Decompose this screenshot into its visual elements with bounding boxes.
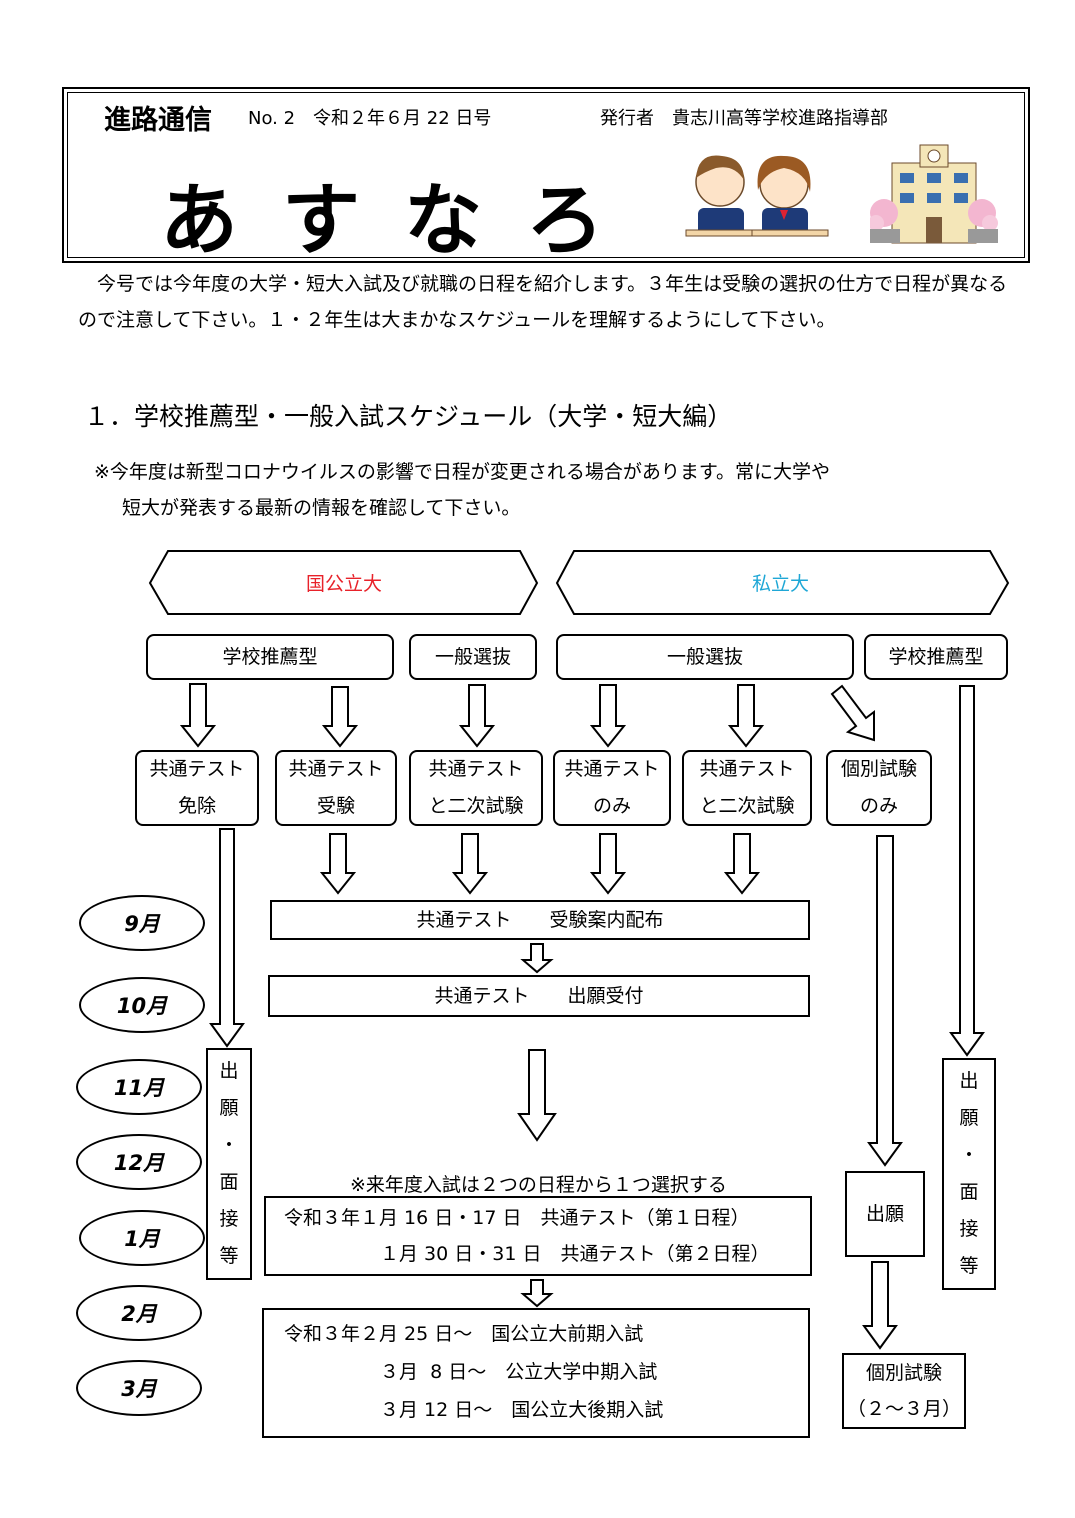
guide-distribution-box: 共通テスト 受験案内配布 bbox=[270, 900, 810, 940]
test-exempt-box: 共通テスト免除 bbox=[135, 750, 259, 826]
header-frame bbox=[62, 87, 1030, 263]
individual-exam-box: 個別試験（２～３月） bbox=[842, 1353, 966, 1429]
down-arrow bbox=[319, 833, 357, 895]
month-sep: 9月 bbox=[79, 895, 205, 951]
students-illustration bbox=[685, 155, 829, 237]
test-only-box: 共通テストのみ bbox=[553, 750, 671, 826]
down-arrow bbox=[949, 685, 985, 1057]
down-arrow bbox=[862, 1261, 898, 1350]
private-application-box: 出願 bbox=[845, 1171, 925, 1257]
down-arrow bbox=[451, 833, 489, 895]
private-label: 私立大 bbox=[752, 573, 810, 595]
down-arrow bbox=[517, 1049, 557, 1142]
issue-info: No. 2 令和２年６月 22 日号 bbox=[248, 108, 492, 129]
national-label: 国公立大 bbox=[306, 573, 383, 595]
choose-note: ※来年度入試は２つの日程から１つ選択する bbox=[350, 1174, 727, 1196]
national-exam-dates-box: 令和３年２月 25 日～ 国公立大前期入試 ３月 8 日～ 公立大学中期入試 ３… bbox=[262, 1308, 810, 1438]
month-jan: 1月 bbox=[79, 1210, 205, 1266]
month-feb: 2月 bbox=[76, 1285, 202, 1341]
month-oct: 10月 bbox=[79, 977, 205, 1033]
section-title: １．学校推薦型・一般入試スケジュール（大学・短大編） bbox=[84, 402, 733, 431]
private-test-and-second-box: 共通テストと二次試験 bbox=[682, 750, 812, 826]
down-arrow bbox=[179, 683, 217, 748]
down-arrow bbox=[458, 684, 496, 748]
test-take-box: 共通テスト受験 bbox=[275, 750, 397, 826]
down-arrow bbox=[589, 833, 627, 895]
application-box: 共通テスト 出願受付 bbox=[268, 975, 810, 1017]
school-building-illustration bbox=[870, 144, 998, 244]
down-arrow bbox=[321, 686, 359, 748]
month-nov: 11月 bbox=[76, 1059, 202, 1115]
down-arrow bbox=[723, 833, 761, 895]
national-general-box: 一般選抜 bbox=[409, 634, 537, 680]
publisher: 発行者 貴志川高等学校進路指導部 bbox=[600, 108, 888, 129]
common-test-dates-box: 令和３年１月 16 日・17 日 共通テスト（第１日程） １月 30 日・31 … bbox=[264, 1196, 812, 1276]
right-application-interview-box: 出願・面接等 bbox=[942, 1058, 996, 1290]
down-arrow bbox=[520, 1279, 554, 1308]
private-general-box: 一般選抜 bbox=[556, 634, 854, 680]
month-dec: 12月 bbox=[76, 1134, 202, 1190]
diagonal-arrow bbox=[830, 684, 875, 742]
individual-exam-only-box: 個別試験のみ bbox=[826, 750, 932, 826]
private-recommend-box: 学校推薦型 bbox=[864, 634, 1008, 680]
month-mar: 3月 bbox=[76, 1360, 202, 1416]
newsletter-series: 進路通信 bbox=[104, 105, 212, 136]
national-recommend-box: 学校推薦型 bbox=[146, 634, 394, 680]
private-banner-shape bbox=[555, 550, 1010, 615]
down-arrow bbox=[209, 828, 245, 1048]
covid-note: ※今年度は新型コロナウイルスの影響で日程が変更される場合があります。常に大学や … bbox=[94, 461, 831, 519]
down-arrow bbox=[727, 684, 765, 748]
left-application-interview-box: 出願・面接等 bbox=[206, 1048, 252, 1280]
down-arrow bbox=[520, 943, 554, 974]
down-arrow bbox=[589, 684, 627, 748]
newsletter-title: あすなろ bbox=[160, 176, 649, 266]
intro-paragraph: 今号では今年度の大学・短大入試及び就職の日程を紹介します。３年生は受験の選択の仕… bbox=[78, 273, 1008, 331]
test-and-second-box: 共通テストと二次試験 bbox=[409, 750, 543, 826]
down-arrow bbox=[867, 835, 903, 1167]
national-banner-shape bbox=[148, 550, 539, 615]
